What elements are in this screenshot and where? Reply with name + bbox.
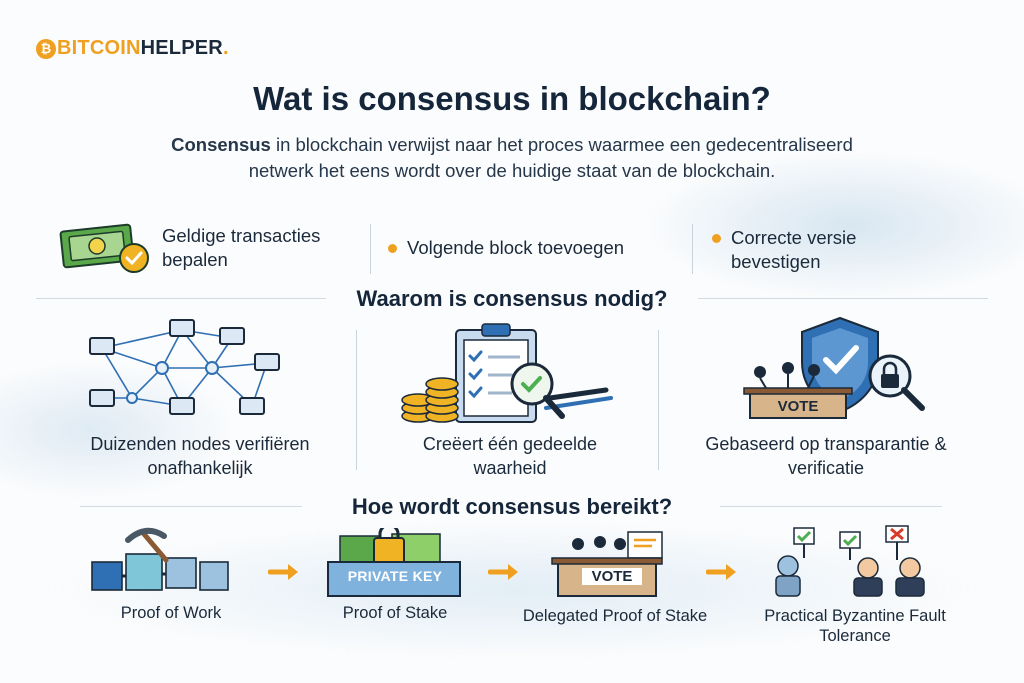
point-label: Correcte versie bevestigen <box>731 227 857 272</box>
point-label: Geldige transacties bepalen <box>162 225 321 270</box>
arrow-right-icon <box>268 564 298 580</box>
bitcoin-icon: ₿ <box>36 38 56 59</box>
point-valid-transactions: Geldige transacties bepalen <box>58 218 378 278</box>
arrow-right-icon <box>488 564 518 580</box>
private-key-box-icon: PRIVATE KEY <box>326 528 466 600</box>
intro-rest: in blockchain verwijst naar het proces w… <box>248 134 853 181</box>
how-heading: Hoe wordt consensus bereikt? <box>351 494 673 519</box>
private-key-badge: PRIVATE KEY <box>347 568 443 584</box>
page-title: Wat is consensus in blockchain? <box>253 80 771 117</box>
divider <box>692 224 693 274</box>
point-label: Volgende block toevoegen <box>407 237 625 258</box>
divider <box>80 506 302 507</box>
method-label: Practical Byzantine Fault Tolerance <box>764 607 946 645</box>
vote-badge: VOTE <box>582 568 642 585</box>
bullet-dot <box>712 234 721 243</box>
voting-people-icon <box>770 524 940 598</box>
brand-part2: HELPER <box>140 37 223 59</box>
why-item-label: Gebaseerd op transparantie & verificatie <box>705 434 947 478</box>
network-nodes-icon <box>72 318 282 428</box>
why-item-label: Duizenden nodes verifiëren onafhankelijk <box>90 434 310 478</box>
divider <box>698 298 988 299</box>
intro-bold: Consensus <box>171 134 271 155</box>
brand-dot: . <box>222 37 229 59</box>
why-heading: Waarom is consensus nodig? <box>356 286 668 311</box>
pickaxe-blocks-icon <box>88 524 258 600</box>
arrow-right-icon <box>706 564 736 580</box>
bullet-dot <box>388 243 397 253</box>
brand-logo: ₿ BITCOIN HELPER . <box>36 37 229 60</box>
why-item-label: Creëert één gedeelde waarheid <box>422 434 598 478</box>
vote-podium-icon: VOTE <box>548 530 678 600</box>
consensus-points: Geldige transacties bepalen Volgende blo… <box>36 218 986 278</box>
vote-sign: VOTE <box>777 398 819 415</box>
point-confirm-version: Correcte versie bevestigen <box>712 218 932 278</box>
brand-part1: BITCOIN <box>57 37 141 59</box>
shield-vote-icon: VOTE <box>730 314 950 430</box>
point-next-block: Volgende block toevoegen <box>388 218 688 278</box>
divider <box>356 330 357 470</box>
divider <box>720 506 942 507</box>
divider <box>36 298 326 299</box>
divider <box>658 330 659 470</box>
intro-text: Consensus in blockchain verwijst naar he… <box>170 132 854 184</box>
method-label: Proof of Stake <box>342 604 448 622</box>
checklist-coins-icon <box>396 320 626 430</box>
banknote-check-icon <box>58 220 154 276</box>
divider <box>370 224 371 274</box>
method-label: Proof of Work <box>120 604 222 622</box>
method-label: Delegated Proof of Stake <box>522 607 708 625</box>
